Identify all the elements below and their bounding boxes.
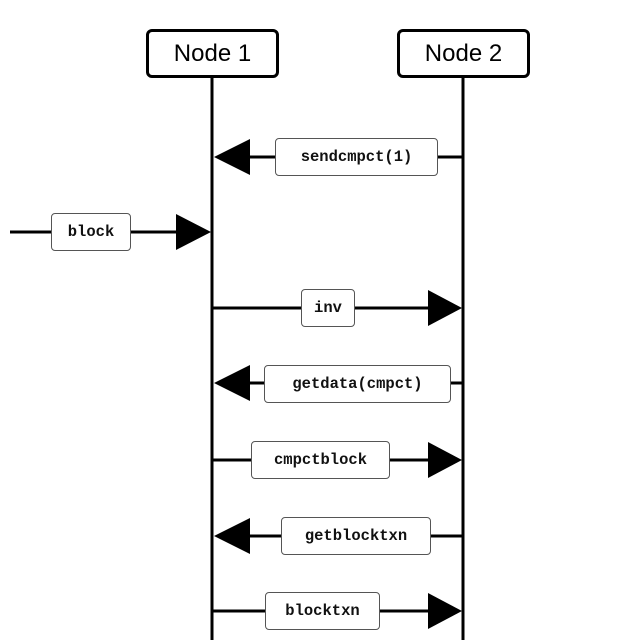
message-getdata-label: getdata(cmpct) [264,365,451,403]
message-blocktxn-label: blocktxn [265,592,380,630]
message-cmpctblock-label: cmpctblock [251,441,390,479]
message-getblocktxn-label: getblocktxn [281,517,431,555]
message-block-label: block [51,213,131,251]
node-2-box: Node 2 [397,29,530,78]
node-1-box: Node 1 [146,29,279,78]
message-sendcmpct-label: sendcmpct(1) [275,138,438,176]
message-inv-label: inv [301,289,355,327]
